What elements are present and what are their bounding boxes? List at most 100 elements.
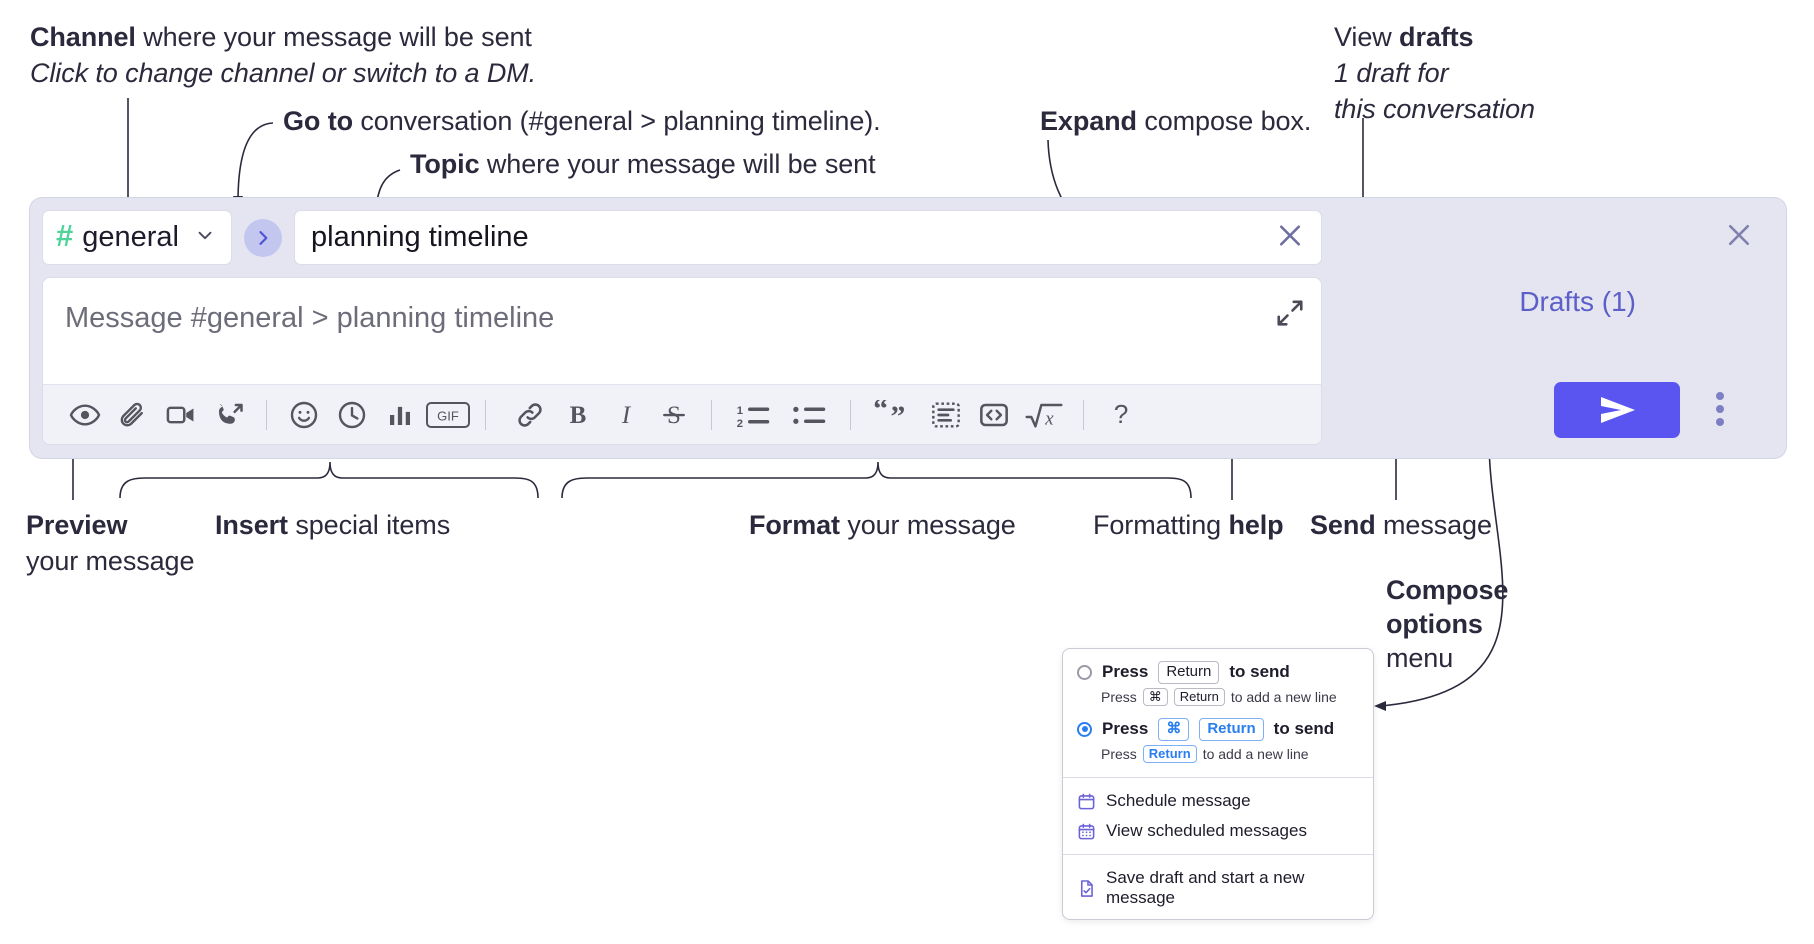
channel-selector[interactable]: # general	[42, 210, 232, 265]
annotation-channel-bold: Channel	[30, 22, 136, 52]
key-return: Return	[1173, 687, 1225, 706]
menu-divider	[1063, 777, 1373, 778]
message-placeholder: Message #general > planning timeline	[65, 302, 555, 334]
radio-button[interactable]	[1077, 664, 1092, 680]
svg-text:“: “	[873, 400, 888, 426]
toolbar-separator	[485, 399, 486, 430]
option1-sub-post: to add a new line	[1230, 688, 1337, 705]
toolbar-separator	[850, 399, 851, 430]
annotation-topic: Topic where your message will be sent	[410, 149, 876, 181]
annotation-format-bold: Format	[749, 510, 840, 540]
toolbar-separator	[711, 399, 712, 430]
annotation-preview-bold: Preview	[26, 510, 128, 540]
send-button[interactable]	[1554, 382, 1680, 438]
key-command: ⌘	[1142, 687, 1168, 706]
attachment-icon[interactable]	[109, 393, 157, 437]
annotation-compose-options-line1: Compose	[1386, 575, 1509, 605]
help-label: ?	[1114, 400, 1129, 429]
compose-options-menu: Press Return to send Press ⌘ Return to a…	[1062, 648, 1374, 920]
menu-item-label: View scheduled messages	[1106, 821, 1307, 840]
channel-name: general	[82, 221, 179, 253]
kebab-dot	[1716, 418, 1724, 426]
menu-item-label: Schedule message	[1106, 791, 1251, 810]
svg-text:I: I	[621, 402, 632, 429]
hash-icon: #	[56, 218, 74, 253]
option2-sub-pre: Press	[1101, 745, 1137, 762]
poll-icon[interactable]	[376, 393, 424, 437]
annotation-goto-bold: Go to	[283, 106, 353, 136]
menu-item-schedule-message[interactable]: Schedule message	[1063, 786, 1373, 816]
annotation-insert: Insert special items	[215, 510, 450, 542]
annotation-compose-options: Compose options menu	[1386, 575, 1508, 675]
annotation-preview-line2: your message	[26, 545, 195, 576]
chevron-down-icon	[194, 224, 216, 251]
annotation-channel-italic: Click to change channel or switch to a D…	[30, 57, 537, 88]
gif-label: GIF	[437, 408, 459, 423]
menu-item-label: Save draft and start a new message	[1106, 868, 1305, 907]
calendar-icon	[1078, 793, 1095, 809]
chevron-right-icon	[259, 230, 268, 245]
option1-post: to send	[1229, 662, 1290, 682]
menu-item-view-scheduled-messages[interactable]: View scheduled messages	[1063, 816, 1373, 846]
radio-button-selected[interactable]	[1077, 721, 1092, 737]
annotation-goto-rest: conversation (#general > planning timeli…	[352, 106, 881, 136]
annotation-send: Send message	[1310, 510, 1492, 542]
close-compose-button[interactable]	[1724, 220, 1754, 255]
clock-icon[interactable]	[328, 393, 376, 437]
annotation-expand-bold: Expand	[1040, 106, 1137, 136]
annotation-expand: Expand compose box.	[1040, 106, 1311, 138]
message-input-area[interactable]: Message #general > planning timeline	[42, 277, 1322, 445]
annotation-drafts-bold: drafts	[1399, 22, 1474, 52]
annotation-expand-rest: compose box.	[1136, 106, 1312, 136]
italic-icon[interactable]: I	[602, 393, 650, 437]
annotation-topic-rest: where your message will be sent	[479, 149, 876, 179]
drafts-link[interactable]: Drafts (1)	[1519, 286, 1636, 317]
blockquote-icon[interactable]: “”	[864, 393, 922, 437]
key-return: Return	[1158, 661, 1220, 684]
topic-value: planning timeline	[311, 221, 529, 253]
menu-divider	[1063, 854, 1373, 855]
menu-option-cmd-return-to-send[interactable]: Press ⌘ Return to send	[1063, 716, 1373, 743]
expand-compose-button[interactable]	[1275, 298, 1305, 333]
annotation-goto: Go to conversation (#general > planning …	[283, 106, 881, 138]
compose-panel: Drafts (1) # general	[30, 198, 1786, 458]
toolbar-separator	[266, 399, 267, 430]
code-block-icon[interactable]	[922, 393, 970, 437]
video-icon[interactable]	[157, 393, 205, 437]
clear-topic-button[interactable]	[1275, 220, 1305, 255]
bold-icon[interactable]: B	[554, 393, 602, 437]
emoji-icon[interactable]	[280, 393, 328, 437]
menu-option-cmd-return-sub: Press Return to add a new line	[1063, 743, 1373, 769]
menu-option-return-to-send[interactable]: Press Return to send	[1063, 659, 1373, 686]
formatting-toolbar: GIF B I	[43, 384, 1321, 444]
svg-text:B: B	[570, 402, 587, 429]
kebab-dot	[1716, 405, 1724, 413]
bulleted-list-icon[interactable]	[781, 393, 837, 437]
menu-item-save-draft[interactable]: Save draft and start a new message	[1063, 863, 1373, 917]
audio-call-icon[interactable]	[205, 393, 253, 437]
goto-conversation-button[interactable]	[244, 218, 282, 257]
option2-pre: Press	[1102, 719, 1149, 739]
help-icon[interactable]: ?	[1097, 393, 1145, 437]
annotation-help: Formatting help	[1093, 510, 1284, 542]
annotation-drafts-line2: 1 draft for	[1334, 57, 1449, 88]
inline-code-icon[interactable]	[970, 393, 1018, 437]
strikethrough-icon[interactable]: S	[650, 393, 698, 437]
option2-sub-post: to add a new line	[1202, 745, 1309, 762]
gif-icon[interactable]: GIF	[424, 393, 472, 437]
link-icon[interactable]	[506, 393, 554, 437]
preview-icon[interactable]	[61, 393, 109, 437]
annotation-preview: Preview your message	[26, 510, 194, 578]
calendar-list-icon	[1078, 823, 1095, 839]
compose-options-button[interactable]	[1716, 392, 1724, 426]
annotation-channel-rest: where your message will be sent	[135, 22, 532, 52]
svg-text:”: ”	[891, 401, 906, 430]
annotation-help-plain: Formatting	[1093, 510, 1229, 540]
annotation-drafts: View drafts 1 draft for this conversatio…	[1334, 22, 1535, 126]
annotation-channel: Channel where your message will be sent …	[30, 22, 536, 90]
topic-input[interactable]: planning timeline	[294, 210, 1322, 265]
toolbar-separator	[1083, 399, 1084, 430]
math-icon[interactable]: x	[1018, 393, 1070, 437]
